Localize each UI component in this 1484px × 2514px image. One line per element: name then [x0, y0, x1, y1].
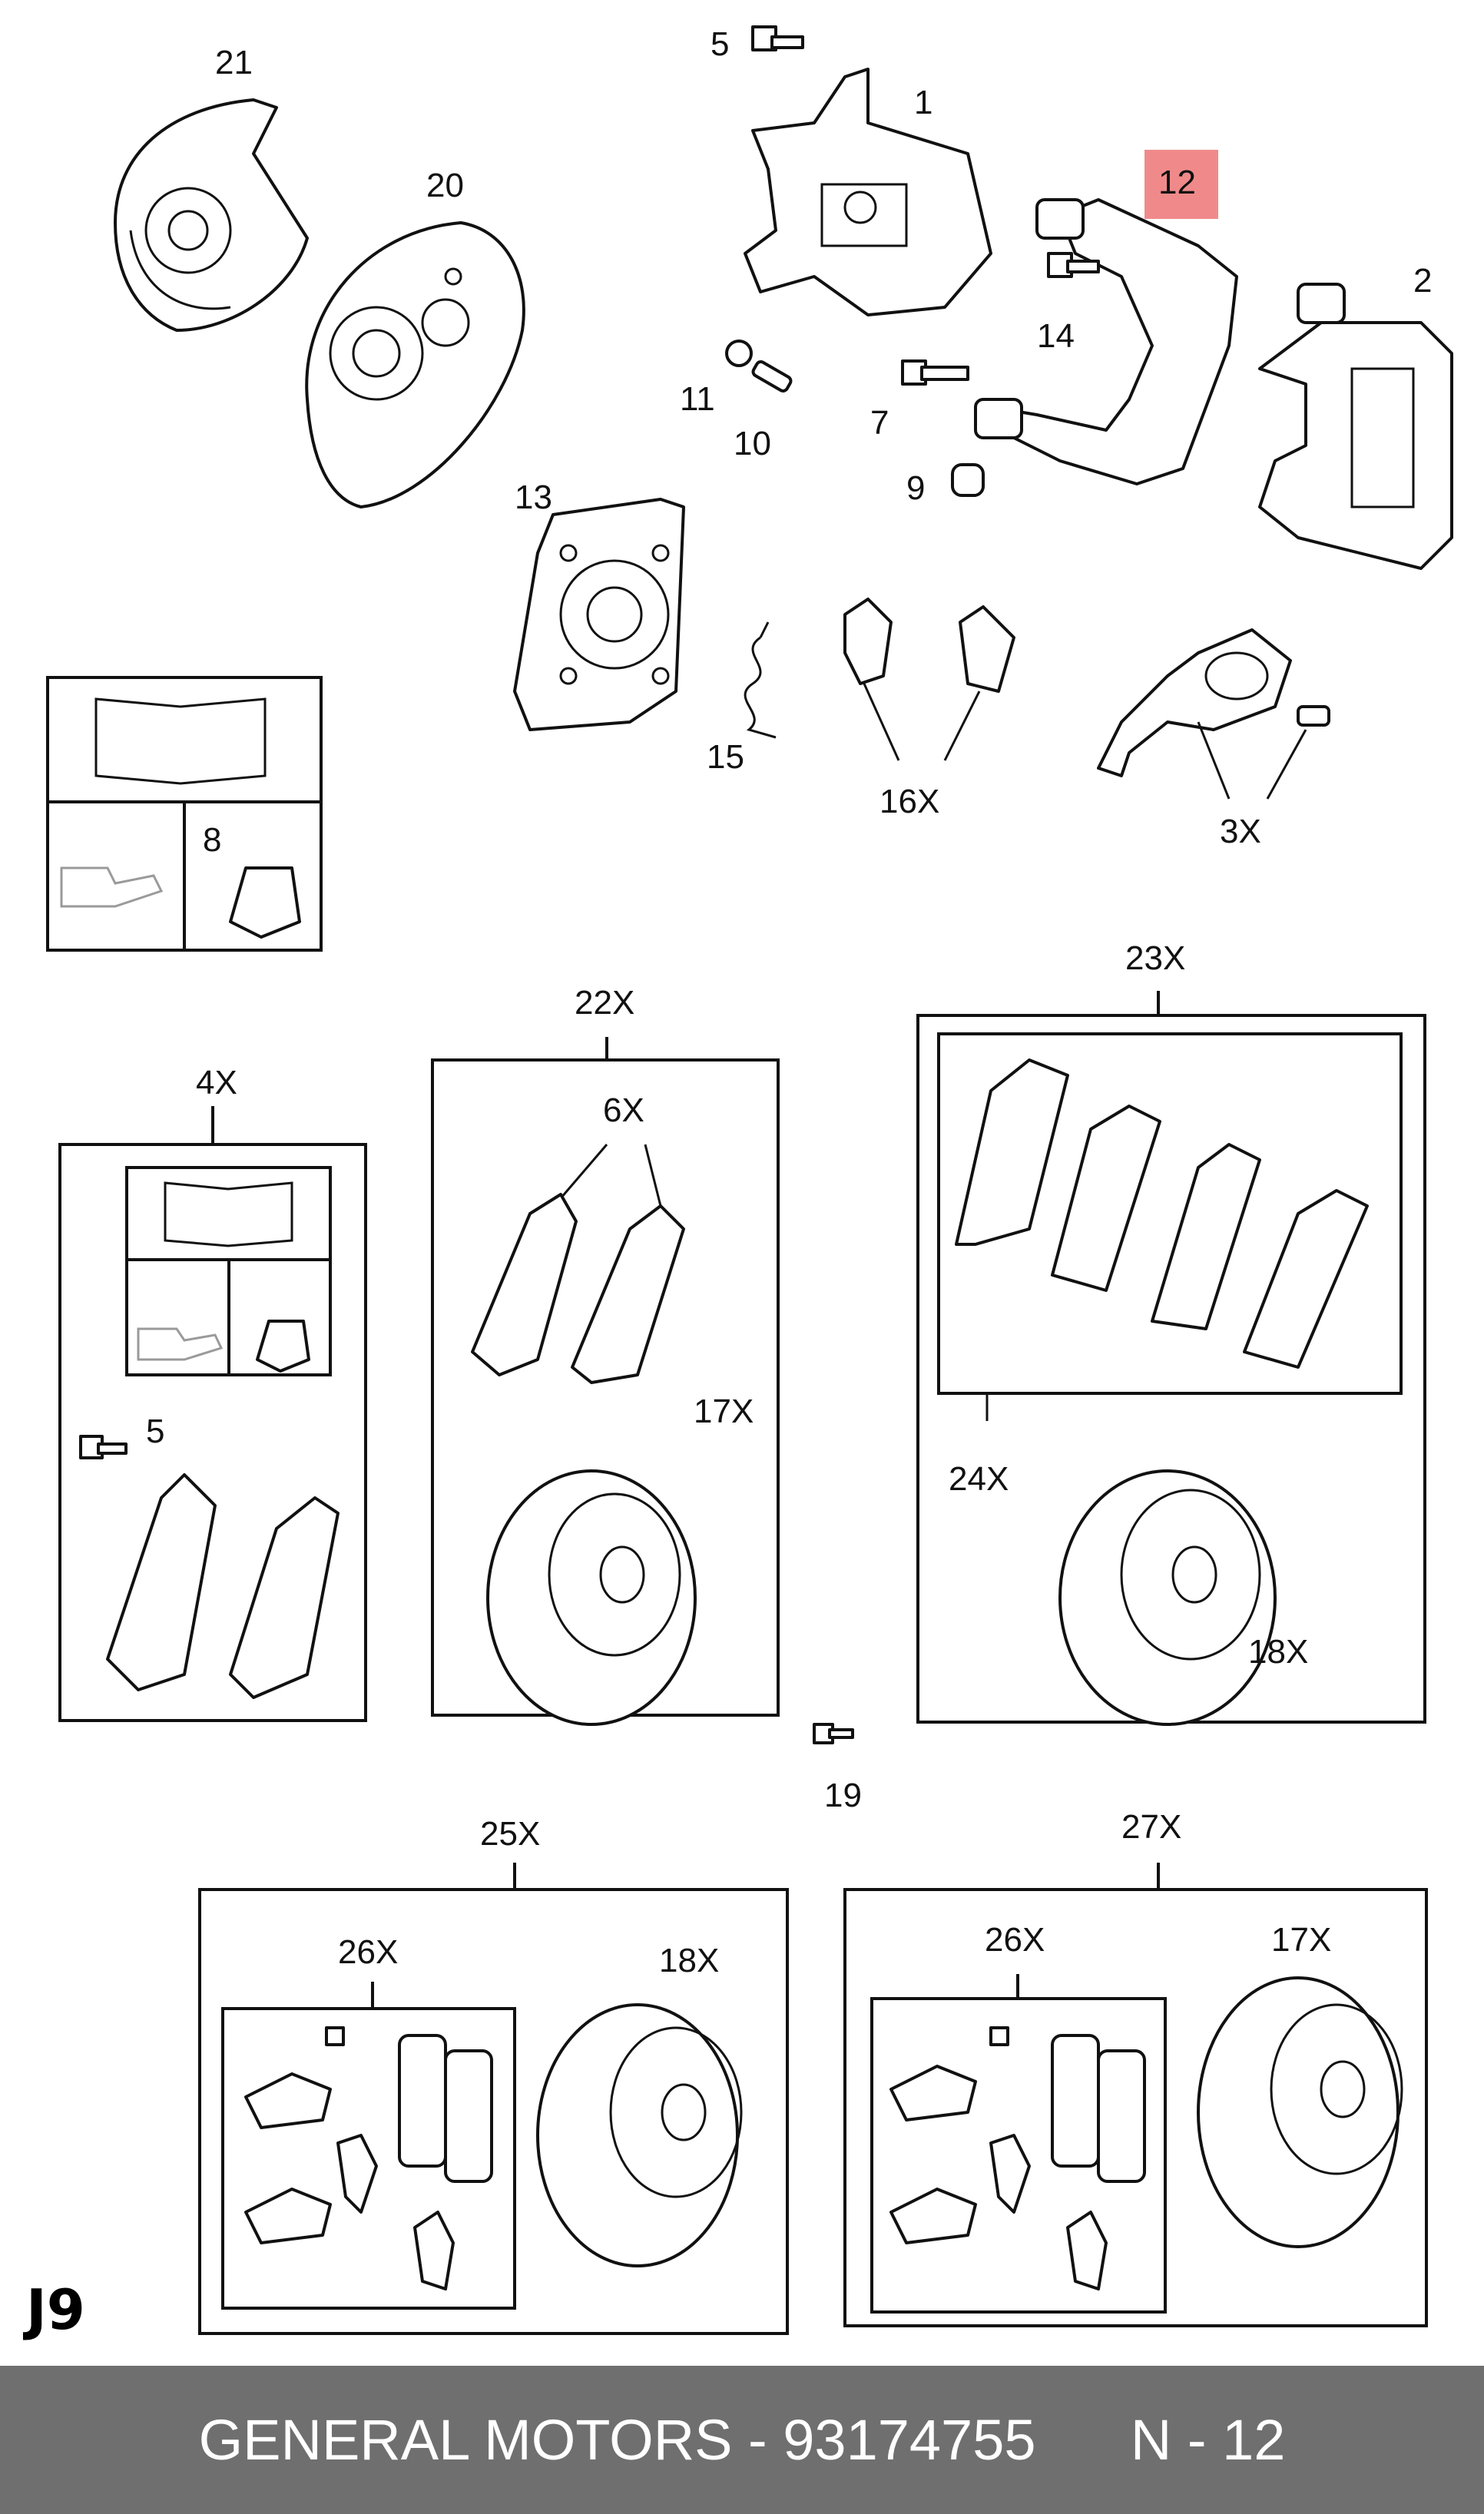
exploded-parts-diagram: 21 20 5 1 12 2 14 11 10 7 9 13 15 16X 3X… — [22, 25, 1453, 2342]
label-15: 15 — [707, 738, 744, 776]
manual-wrench-icon — [94, 697, 267, 785]
label-24x: 24X — [949, 1460, 1009, 1498]
label-25x: 25X — [480, 1815, 540, 1853]
label-9: 9 — [906, 469, 925, 507]
label-7: 7 — [870, 404, 889, 442]
footer-gap — [1036, 2407, 1131, 2473]
label-20: 20 — [426, 167, 464, 204]
label-12: 12 — [1158, 164, 1196, 201]
part-16x-clips[interactable] — [843, 598, 1015, 761]
label-6x: 6X — [603, 1091, 644, 1129]
kit-25x-box[interactable] — [198, 1863, 789, 2335]
part-2-caliper-carrier[interactable] — [1258, 283, 1453, 570]
footer-part-number: 93174755 — [783, 2408, 1036, 2472]
grease-tube-icon-small — [256, 1320, 310, 1373]
service-info-box — [46, 676, 323, 952]
part-13-anchor-plate[interactable] — [513, 498, 685, 731]
footer-ref: N - 12 — [1130, 2408, 1286, 2472]
label-17x-box22: 17X — [694, 1393, 754, 1430]
grease-tube-icon — [229, 866, 301, 939]
part-19-screw[interactable] — [813, 1723, 854, 1744]
label-1: 1 — [914, 84, 932, 121]
kit-22x-box[interactable] — [431, 1037, 780, 1726]
label-5-top: 5 — [711, 25, 729, 63]
part-7-guide-pin[interactable] — [901, 359, 969, 386]
manual-wrench-icon-small — [164, 1181, 293, 1247]
lubricant-can-icon — [60, 866, 164, 908]
part-11-cap[interactable] — [725, 340, 753, 367]
part-12-caliper-bracket[interactable] — [974, 198, 1238, 485]
label-14: 14 — [1037, 317, 1075, 355]
label-26x-box27: 26X — [985, 1921, 1045, 1959]
part-12-highlight — [1144, 150, 1218, 219]
page-code: J9 — [22, 2277, 85, 2342]
footer-bar: GENERAL MOTORS - 93174755 N - 12 — [0, 2366, 1484, 2514]
part-5-bolt-top[interactable] — [751, 25, 804, 51]
kit-4x-box[interactable] — [58, 1106, 367, 1722]
part-1-caliper-housing[interactable] — [744, 68, 992, 316]
label-16x: 16X — [879, 783, 939, 820]
lubricant-can-icon-small — [137, 1327, 224, 1361]
kit-23x-box[interactable] — [916, 991, 1426, 1726]
part-15-spring[interactable] — [744, 621, 777, 739]
part-14-bolt[interactable] — [1047, 252, 1100, 278]
label-3x: 3X — [1220, 813, 1261, 850]
label-22x: 22X — [575, 984, 634, 1022]
label-8: 8 — [203, 821, 221, 859]
label-21: 21 — [215, 44, 253, 81]
label-19: 19 — [824, 1777, 862, 1814]
kit-27x-box[interactable] — [843, 1863, 1428, 2327]
label-18x-box23: 18X — [1248, 1633, 1308, 1671]
part-10-bleeder[interactable] — [751, 360, 793, 393]
label-10: 10 — [734, 425, 771, 462]
label-11: 11 — [680, 380, 715, 418]
label-13: 13 — [515, 479, 552, 516]
label-17x-box27: 17X — [1271, 1921, 1331, 1959]
label-18x-box25: 18X — [659, 1942, 719, 1979]
part-9-bushing[interactable] — [951, 463, 985, 497]
label-5-box: 5 — [146, 1413, 164, 1450]
label-27x: 27X — [1121, 1808, 1181, 1846]
label-26x-box25: 26X — [338, 1933, 398, 1971]
label-4x: 4X — [196, 1064, 237, 1101]
part-3x-adjuster[interactable] — [1097, 628, 1330, 800]
part-20-backing-plate[interactable] — [305, 221, 525, 508]
label-2: 2 — [1413, 262, 1432, 300]
label-23x: 23X — [1125, 939, 1185, 977]
footer-brand: GENERAL MOTORS — [198, 2408, 733, 2472]
part-21-dust-shield[interactable] — [114, 98, 309, 332]
footer-separator: - — [732, 2408, 783, 2472]
